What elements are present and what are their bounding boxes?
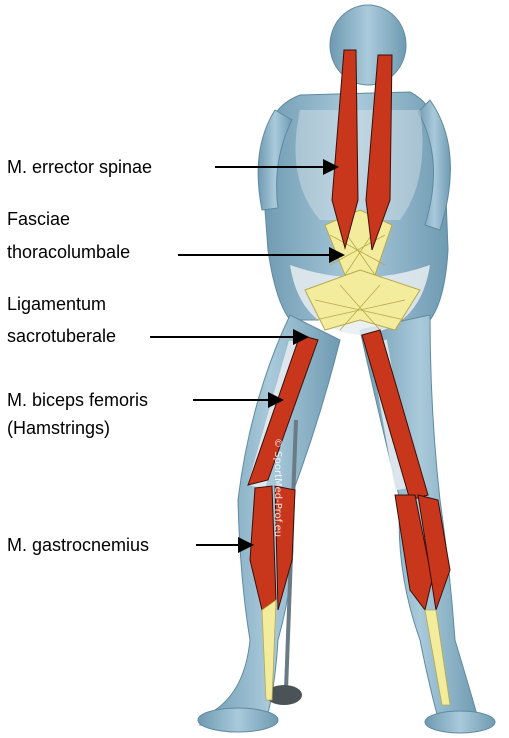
label-fasciae-line1: Fasciae (7, 207, 70, 232)
label-gastrocnemius: M. gastrocnemius (7, 533, 149, 558)
label-biceps-line1: M. biceps femoris (7, 388, 148, 413)
label-ligamentum-line1: Ligamentum (7, 292, 106, 317)
head (330, 5, 406, 85)
watermark: © SportMed-Prof.eu (272, 438, 283, 537)
right-foot (425, 711, 495, 733)
label-biceps-line2: (Hamstrings) (7, 416, 110, 441)
label-fasciae-line2: thoracolumbale (7, 240, 130, 265)
label-erector-spinae: M. errector spinae (7, 155, 152, 180)
ribcage (296, 110, 423, 220)
left-foot (198, 708, 278, 732)
label-ligamentum-line2: sacrotuberale (7, 324, 116, 349)
